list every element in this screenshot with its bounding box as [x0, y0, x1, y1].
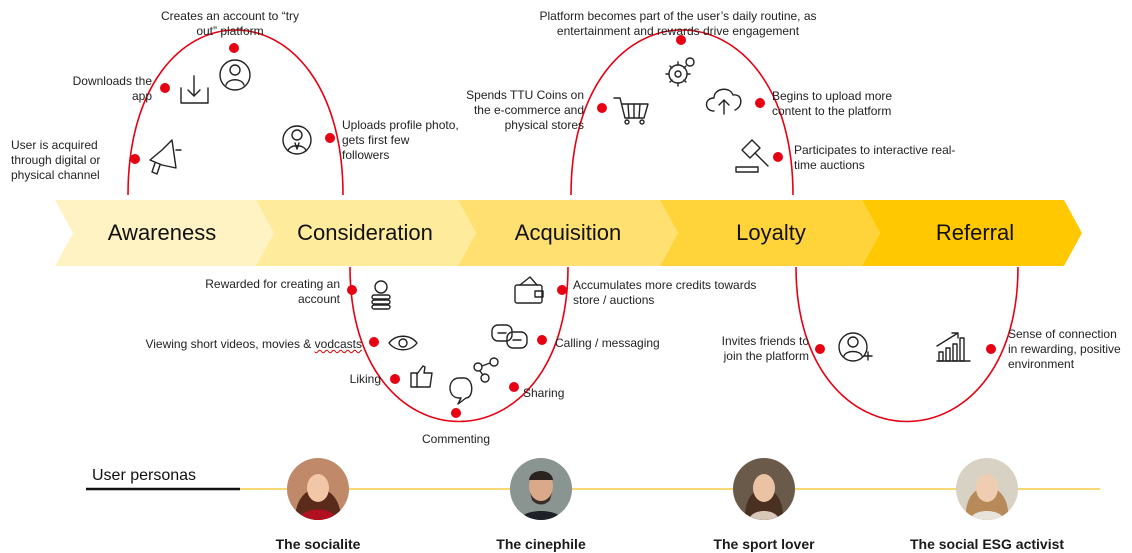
stage-chevron-referral — [862, 200, 1082, 266]
stage-awareness: Awareness — [107, 220, 217, 245]
marker-invites — [815, 344, 825, 354]
label-calling: Calling / messaging — [555, 336, 660, 350]
marker-upload-content — [755, 98, 765, 108]
stage-loyalty: Loyalty — [736, 220, 806, 245]
user-account-icon — [219, 59, 251, 91]
label-viewing-text: Viewing short videos, movies & — [145, 337, 315, 351]
marker-sharing — [509, 382, 519, 392]
marker-calling — [537, 335, 547, 345]
label-sharing: Sharing — [523, 386, 565, 400]
comment-bubble-icon — [449, 377, 473, 405]
label-invites: Invites friends to join the platform — [721, 334, 809, 363]
marker-accumulates — [557, 285, 567, 295]
label-uploads-photo: Uploads profile photo, gets first few fo… — [342, 118, 459, 162]
label-acquired: User is acquired through digital or phys… — [11, 138, 101, 182]
label-sense: Sense of connection in rewarding, positi… — [1008, 327, 1121, 371]
label-downloads: Downloads the app — [72, 74, 152, 103]
label-creates-account: Creates an account to “try out” platform — [160, 9, 300, 38]
stage-chevron-awareness — [55, 200, 274, 266]
coins-icon — [371, 280, 391, 310]
journey-curve — [127, 29, 1019, 423]
marker-viewing — [369, 337, 379, 347]
marker-uploads-photo — [325, 133, 335, 143]
gavel-icon — [735, 139, 769, 173]
marker-commenting — [451, 408, 461, 418]
stage-chevron-consideration — [256, 200, 476, 266]
label-daily-routine: Platform becomes part of the user’s dail… — [539, 9, 817, 38]
marker-spends-coins — [597, 103, 607, 113]
persona-avatar-socialite — [287, 458, 349, 520]
wallet-icon — [514, 276, 544, 304]
stage-chevron-loyalty — [660, 200, 880, 266]
eye-icon — [388, 335, 418, 351]
marker-liking — [390, 374, 400, 384]
stage-chevron-acquisition — [458, 200, 678, 266]
stage-referral: Referral — [935, 220, 1015, 245]
marker-acquired — [130, 154, 140, 164]
download-icon — [180, 75, 209, 104]
megaphone-icon — [149, 139, 182, 175]
marker-sense — [986, 344, 996, 354]
marker-downloads — [160, 83, 170, 93]
label-liking: Liking — [349, 372, 381, 386]
profile-photo-icon — [282, 125, 312, 155]
marker-rewarded — [347, 285, 357, 295]
persona-avatar-cinephile — [510, 458, 572, 520]
stage-consideration: Consideration — [297, 220, 433, 245]
label-commenting: Commenting — [421, 432, 491, 446]
marker-creates-account — [229, 43, 239, 53]
stage-acquisition: Acquisition — [514, 220, 622, 245]
label-auctions: Participates to interactive real-time au… — [794, 143, 956, 172]
persona-avatar-esg-activist — [956, 458, 1018, 520]
chat-bubbles-icon — [491, 324, 528, 349]
gears-icon — [665, 57, 695, 87]
persona-name-sport-lover: The sport lover — [713, 536, 815, 552]
growth-chart-icon — [936, 332, 971, 362]
marker-daily-routine — [676, 35, 686, 45]
label-viewing: Viewing short videos, movies & vodcasts — [110, 337, 362, 352]
thumbs-up-icon — [410, 365, 433, 388]
cloud-upload-icon — [705, 88, 742, 115]
persona-name-esg-activist: The social ESG activist — [909, 536, 1065, 552]
persona-avatar-sport-lover — [733, 458, 795, 520]
shopping-cart-icon — [613, 97, 649, 125]
share-network-icon — [473, 357, 499, 383]
label-upload-content: Begins to upload more content to the pla… — [772, 89, 893, 118]
add-user-icon — [838, 332, 873, 362]
personas-title: User personas — [92, 467, 197, 484]
marker-auctions — [773, 152, 783, 162]
persona-name-cinephile: The cinephile — [496, 536, 586, 552]
label-rewarded: Rewarded for creating an account — [205, 277, 340, 306]
label-viewing-word: vodcasts — [314, 337, 362, 351]
label-spends-coins: Spends TTU Coins on the e-commerce and p… — [466, 88, 584, 132]
label-accumulates: Accumulates more credits towards store /… — [573, 278, 757, 307]
persona-name-socialite: The socialite — [275, 536, 361, 552]
